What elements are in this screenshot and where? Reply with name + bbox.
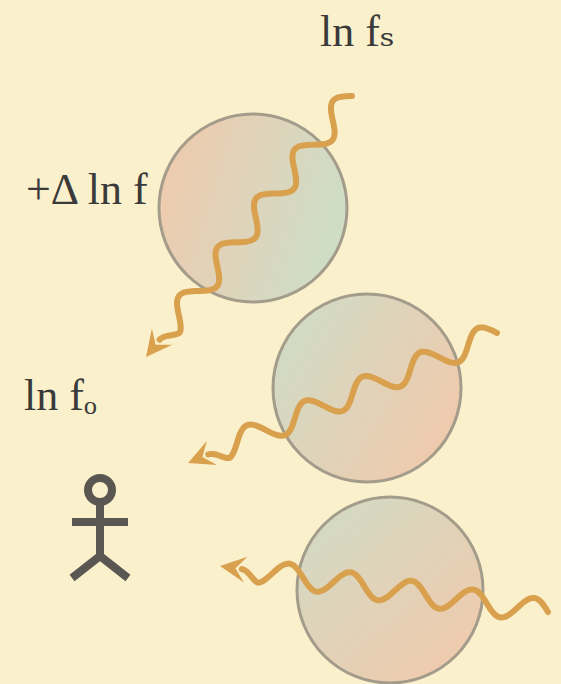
photon-wave xyxy=(160,96,352,340)
arrowhead xyxy=(146,329,172,357)
observer-icon xyxy=(72,478,128,578)
arrowhead xyxy=(188,441,217,465)
arrowhead xyxy=(220,557,248,583)
formula-label: ln fₛ xyxy=(316,8,399,56)
photon-wave xyxy=(242,564,548,618)
cloud-circle xyxy=(273,294,461,482)
formula-label: ln fₒ xyxy=(20,372,101,420)
formula-label: +Δ ln f xyxy=(22,166,152,214)
photon-wave xyxy=(208,327,497,458)
